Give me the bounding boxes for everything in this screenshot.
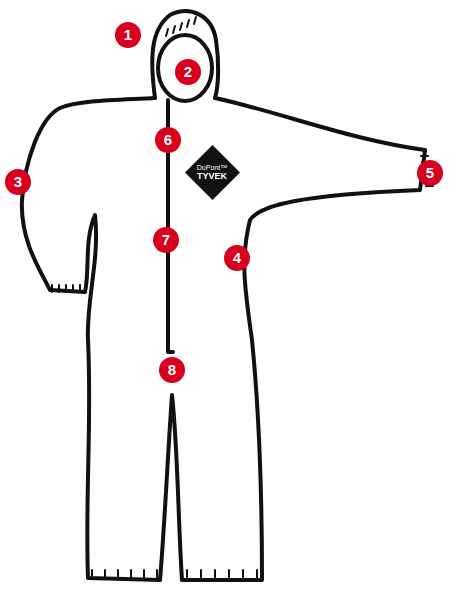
callout-number-text: 5 [426, 164, 434, 181]
callout-number-text: 2 [184, 63, 192, 80]
callout-number: 3 [5, 169, 31, 195]
callout-number: 1 [115, 22, 141, 48]
callout-number: 5 [417, 160, 443, 186]
callout-number: 6 [155, 127, 181, 153]
callout-number: 4 [224, 245, 250, 271]
callout-number-text: 8 [168, 361, 176, 378]
logo-diamond: DuPont™TYVEK [185, 145, 240, 200]
callout-number-text: 4 [233, 249, 241, 266]
callout-number-text: 3 [14, 173, 22, 190]
callout-number-text: 7 [162, 231, 170, 248]
callout-number: 7 [153, 227, 179, 253]
brand-text: DuPont™ [197, 164, 227, 171]
callout-number: 8 [159, 357, 185, 383]
callout-number-text: 6 [164, 131, 172, 148]
callout-number-text: 1 [124, 26, 132, 43]
callout-number: 2 [175, 59, 201, 85]
logo-text: TYVEK [197, 172, 227, 181]
